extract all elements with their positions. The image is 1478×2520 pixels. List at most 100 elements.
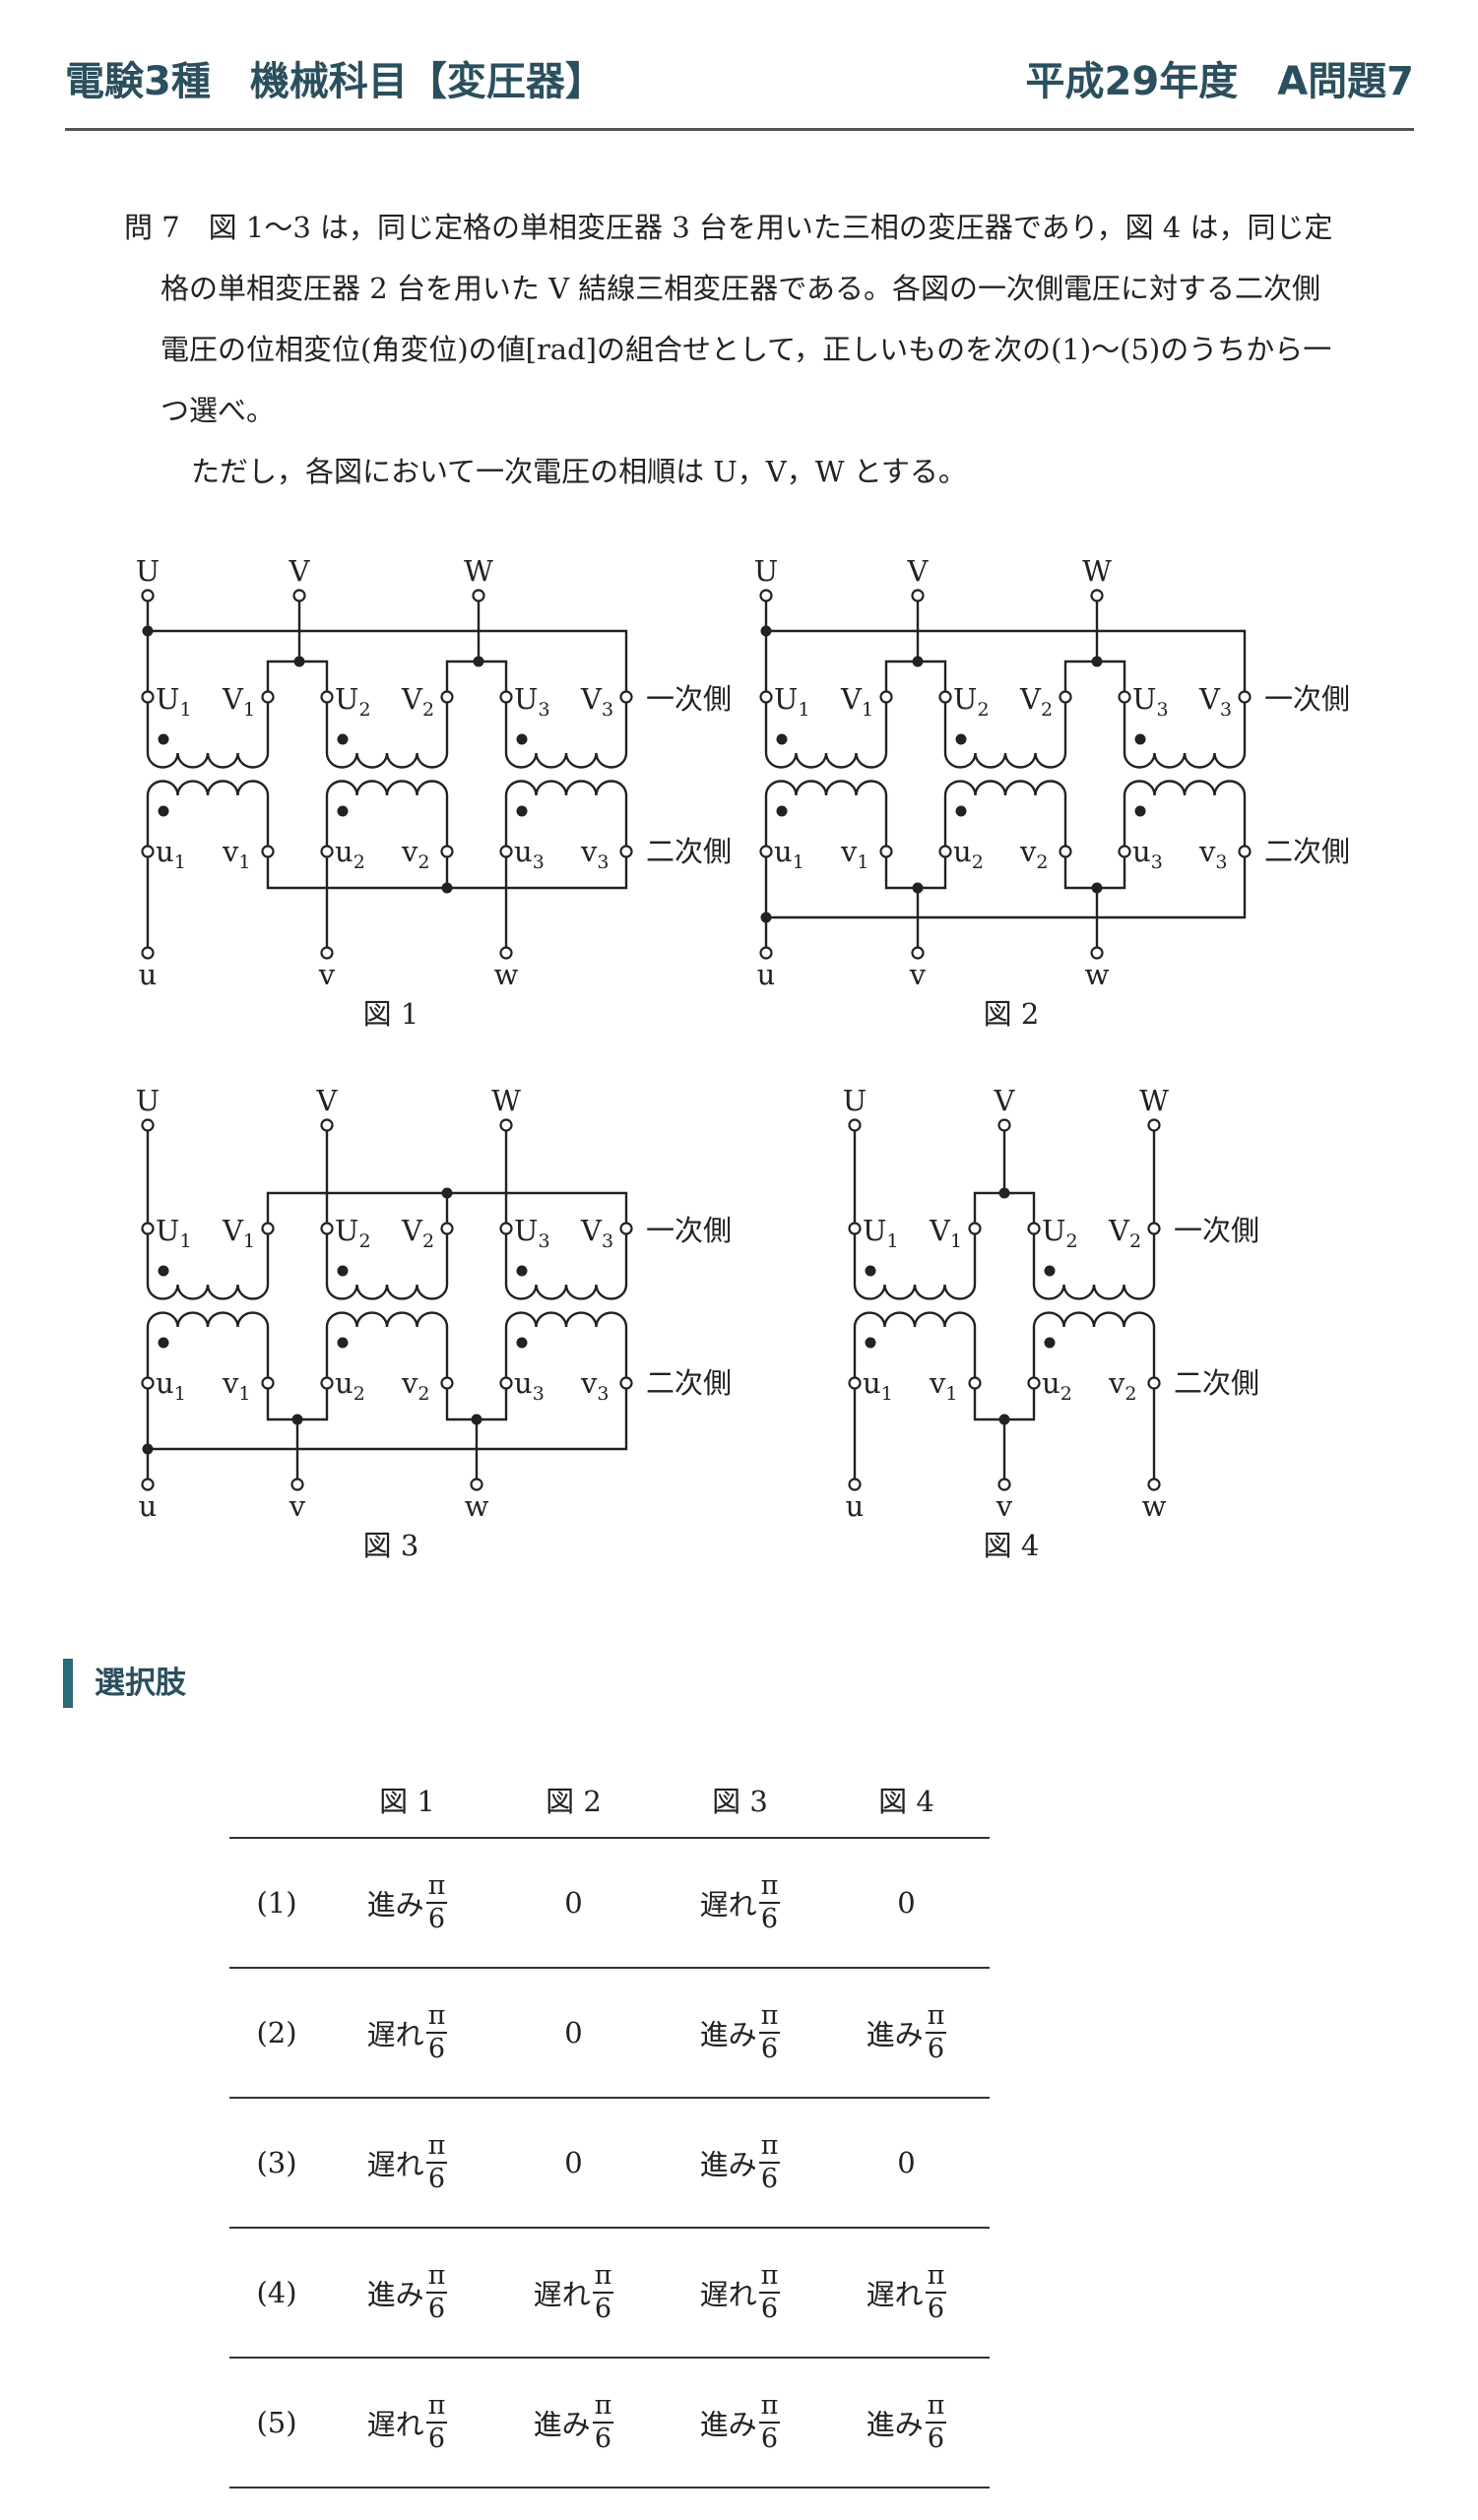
secondary-u-label: u2 <box>953 835 984 873</box>
page-title: 電験3種 機械科目【変圧器】 <box>65 59 605 104</box>
phase-value: 0 <box>564 2016 583 2049</box>
winding-coil <box>1032 1311 1156 1328</box>
line-label-secondary: w <box>1085 958 1110 991</box>
primary-side-label: 一次側 <box>646 682 732 716</box>
terminal <box>141 1376 155 1390</box>
phase-value: 進み <box>699 2018 757 2051</box>
terminal <box>440 845 454 858</box>
line-label-U: U <box>843 1084 867 1117</box>
junction-dot <box>441 882 453 894</box>
terminal <box>848 1118 862 1132</box>
polarity-dot <box>516 805 528 817</box>
line-label-V: V <box>289 554 311 588</box>
terminal <box>938 845 952 858</box>
secondary-u-label: u1 <box>156 835 186 873</box>
secondary-u-label: u2 <box>335 1366 365 1405</box>
secondary-v-label: v2 <box>401 835 429 873</box>
winding-coil <box>504 752 628 769</box>
junction-dot <box>998 1414 1010 1425</box>
winding-coil <box>146 780 270 796</box>
choice-cell: 0 <box>823 1838 990 1969</box>
winding-coil <box>325 1311 449 1328</box>
terminal <box>290 1478 304 1491</box>
secondary-u-label: u1 <box>156 1366 186 1405</box>
exam-reference: 平成29年度 A問題7 <box>1025 59 1414 104</box>
line-label-secondary: u <box>846 1489 865 1523</box>
line-label-secondary: v <box>318 958 336 991</box>
terminal <box>1147 1478 1161 1491</box>
polarity-dot <box>955 733 967 745</box>
winding-coil <box>146 1284 270 1300</box>
line-label-secondary: u <box>139 958 158 991</box>
header-blank <box>229 1762 324 1839</box>
terminal <box>879 845 893 858</box>
terminal <box>759 845 773 858</box>
figure-caption-4: 図 4 <box>984 1529 1040 1562</box>
line-label-W: W <box>464 554 493 588</box>
winding-coil <box>325 752 449 769</box>
terminal <box>1118 690 1131 704</box>
terminal <box>619 1222 633 1235</box>
line-label-secondary: w <box>465 1489 489 1523</box>
junction-dot <box>1091 882 1103 894</box>
terminal <box>320 1118 334 1132</box>
secondary-u-label: u1 <box>863 1366 893 1405</box>
phase-value: 0 <box>897 1886 916 1920</box>
phase-value: 遅れ <box>366 2408 424 2441</box>
terminal <box>848 1478 862 1491</box>
terminal <box>440 690 454 704</box>
terminal <box>499 845 513 858</box>
terminal <box>261 1376 275 1390</box>
terminal <box>320 1222 334 1235</box>
secondary-u-label: u2 <box>335 835 365 873</box>
choices-header-row: 図 1 図 2 図 3 図 4 <box>229 1762 990 1839</box>
terminal <box>141 1478 155 1491</box>
secondary-v-label: v3 <box>580 835 609 873</box>
secondary-u-label: u1 <box>774 835 804 873</box>
wire <box>766 857 1247 919</box>
terminal <box>1238 845 1252 858</box>
primary-side-label: 一次側 <box>1264 682 1350 716</box>
phase-value: 遅れ <box>866 2278 924 2311</box>
secondary-v-label: v2 <box>1019 835 1048 873</box>
polarity-dot <box>1134 805 1146 817</box>
polarity-dot <box>158 805 169 817</box>
terminal <box>320 845 334 858</box>
terminal <box>141 946 155 960</box>
terminal <box>320 1376 334 1390</box>
secondary-u-label: u2 <box>1042 1366 1072 1405</box>
secondary-v-label: v1 <box>222 835 250 873</box>
primary-side-label: 一次側 <box>1174 1214 1259 1247</box>
winding-coil <box>504 1284 628 1300</box>
phase-value: 進み <box>366 1888 424 1922</box>
header-fig2: 図 2 <box>490 1762 657 1839</box>
terminal <box>141 589 155 602</box>
wire <box>766 629 1247 691</box>
terminal <box>499 1118 513 1132</box>
choice-label: (4) <box>229 2228 324 2359</box>
primary-side-label: 一次側 <box>646 1214 732 1247</box>
question-note: ただし，各図において一次電圧の相順は U，V，W とする。 <box>191 455 967 488</box>
junction-dot <box>998 1187 1010 1199</box>
primary-u-label: U2 <box>1042 1214 1078 1252</box>
polarity-dot <box>1044 1265 1056 1277</box>
terminal <box>440 1222 454 1235</box>
junction-dot <box>912 882 924 894</box>
terminal <box>1147 1222 1161 1235</box>
question-body: 問 7 図 1〜3 は，同じ定格の単相変圧器 3 台を用いた三相の変圧器であり，… <box>124 211 1333 427</box>
terminal <box>759 589 773 602</box>
junction-dot <box>760 912 772 923</box>
